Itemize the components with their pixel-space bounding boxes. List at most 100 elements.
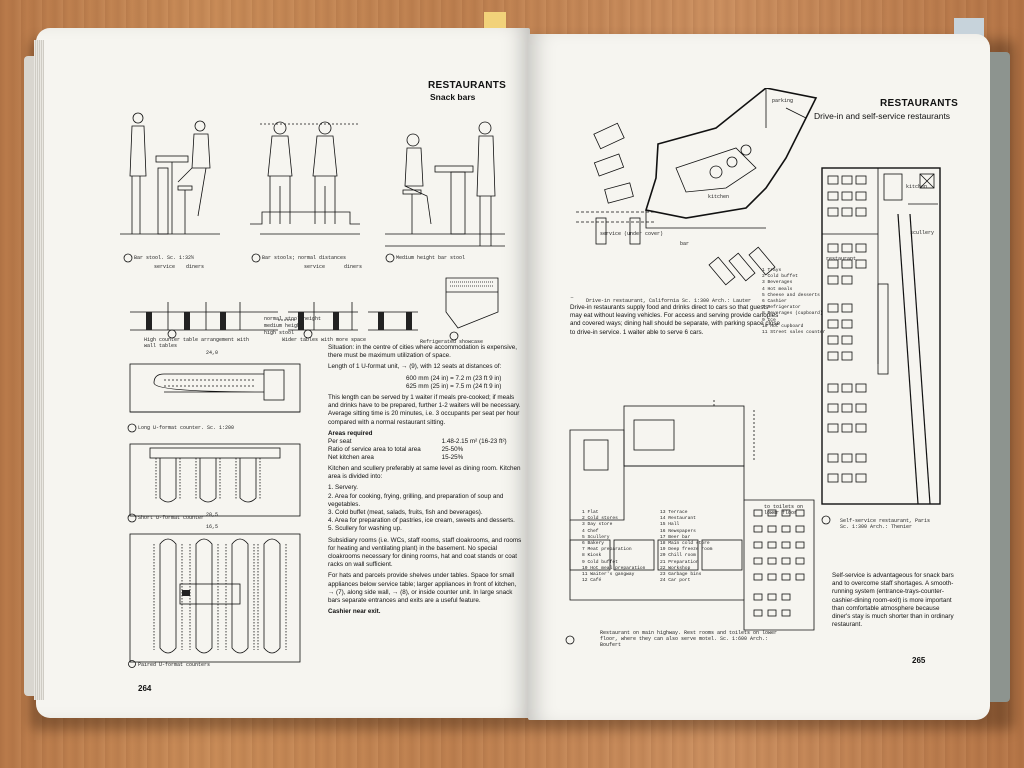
list-item: 24 Car port bbox=[660, 578, 691, 584]
list-item: 9 Cold buffet bbox=[582, 559, 618, 565]
hats-paragraph: For hats and parcels provide shelves und… bbox=[328, 572, 517, 605]
caption-fig4: High counter table arrangement with wall… bbox=[144, 337, 250, 349]
label-restaurant: restaurant bbox=[826, 256, 857, 262]
left-header-subtitle: Snack bars bbox=[430, 92, 476, 102]
subsidiary-paragraph: Subsidiary rooms (i.e. WCs, staff rooms,… bbox=[328, 536, 522, 569]
label-kitchen-3: kitchen bbox=[906, 184, 928, 190]
caption-fig5: Wider tables with more space bbox=[282, 337, 367, 343]
list-item: 6 Bakery bbox=[582, 541, 605, 547]
caption-right-fig2: Restaurant on main highway. Rest rooms a… bbox=[600, 630, 778, 648]
self-service-paragraph: Self-service is advantageous for snack b… bbox=[832, 572, 954, 629]
list-item: 4. Area for preparation of pastries, ice… bbox=[328, 517, 515, 525]
page-edges bbox=[34, 40, 44, 700]
list-item: 9 Ice bbox=[762, 317, 776, 323]
label-high-stool: high stool bbox=[264, 330, 295, 336]
bookmark-tab-yellow[interactable] bbox=[484, 12, 506, 32]
list-item: 20 Chill room bbox=[660, 553, 696, 559]
caption-fig3: Medium height bar stool bbox=[396, 255, 466, 261]
list-item: 13 Terrace bbox=[660, 510, 688, 515]
label-diners-1: diners bbox=[186, 264, 205, 270]
list-item: 7 Meat preparation bbox=[582, 547, 632, 553]
caption-right-fig1: Drive-in restaurant, California Sc. 1:30… bbox=[586, 298, 752, 304]
list-item: 8 Kiosk bbox=[582, 553, 602, 559]
label-diners-2: diners bbox=[344, 264, 363, 270]
legend-drive-in: 1 Trays 2 Cold buffet 3 Beverages 4 Hot … bbox=[762, 268, 825, 336]
drive-in-text: Drive-in restaurants supply food and dri… bbox=[570, 298, 782, 340]
table-row: Net kitchen area 15-25% bbox=[328, 454, 518, 462]
list-item: 23 Garbage bins bbox=[660, 572, 702, 578]
caption-fig2: Bar stools; normal distances bbox=[262, 255, 347, 261]
label-kitchen-1: kitchen bbox=[708, 194, 730, 200]
list-item: 18 Main cold store bbox=[660, 541, 710, 547]
dimension-width-3: 16,5 bbox=[206, 524, 219, 530]
drive-in-paragraph: Drive-in restaurants supply food and dri… bbox=[570, 304, 781, 336]
list-item: 12 Café bbox=[582, 578, 602, 584]
list-item: 19 Deep freeze room bbox=[660, 547, 713, 553]
page-number-left: 264 bbox=[138, 684, 152, 693]
length-intro: Length of 1 U-format unit, → (9), with 1… bbox=[328, 363, 502, 371]
left-header-title: RESTAURANTS bbox=[428, 80, 507, 91]
list-item: 16 Newspapers bbox=[660, 528, 696, 534]
areas-heading: Areas required bbox=[328, 429, 373, 437]
drive-in-plan bbox=[570, 88, 818, 298]
list-item: 10 Hot meal preparation bbox=[582, 565, 646, 571]
caption-fig9: Paired U-format counters bbox=[138, 662, 211, 668]
area-value: 15-25% bbox=[441, 454, 464, 462]
length-equation-1: 600 mm (24 in) = 7.2 m (23 ft 9 in) bbox=[406, 374, 502, 382]
list-item: 1. Servery. bbox=[328, 484, 358, 492]
list-item: 3 Beverages bbox=[762, 280, 793, 286]
u-counter-plans bbox=[127, 363, 301, 668]
list-item: 6 Cashier bbox=[762, 299, 787, 305]
label-to-toilets: to toilets on lower floor bbox=[764, 504, 804, 516]
list-item: 11 Street sales counter bbox=[762, 330, 826, 336]
area-value: 1.48-2.15 m² (16-23 ft²) bbox=[441, 438, 507, 446]
right-header-title: RESTAURANTS bbox=[880, 98, 959, 109]
label-normal-stool-height: normal stool height bbox=[264, 316, 322, 322]
list-item: 22 Workshop bbox=[660, 565, 691, 571]
area-value: 25-50% bbox=[441, 446, 464, 454]
situation-paragraph: Situation: in the centre of cities where… bbox=[328, 344, 518, 360]
list-item: 5 Scullery bbox=[582, 534, 610, 540]
list-item: 5. Scullery for washing up. bbox=[328, 525, 402, 533]
dining-tables bbox=[753, 509, 805, 617]
list-item: 10 Hot cupboard bbox=[762, 323, 804, 329]
table-grid bbox=[827, 175, 867, 483]
list-item: 4 Chef bbox=[582, 528, 599, 534]
caption-right-fig3: Self-service restaurant, Paris Sc. 1:300… bbox=[840, 518, 931, 530]
area-label: Net kitchen area bbox=[328, 454, 374, 462]
left-page: RESTAURANTS Snack bars bbox=[36, 28, 530, 718]
list-item: 14 Restaurant bbox=[660, 516, 696, 522]
page-number-right: 265 bbox=[912, 656, 926, 665]
label-bar: bar bbox=[680, 241, 690, 247]
area-label: Per seat bbox=[328, 438, 352, 446]
label-medium-height: medium height bbox=[264, 323, 304, 329]
table-row: Per seat 1.48-2.15 m² (16-23 ft²) bbox=[328, 438, 518, 446]
right-header-subtitle: Drive-in and self-service restaurants bbox=[814, 111, 951, 121]
dimension-width-1: 24,0 bbox=[206, 350, 219, 356]
list-item: 5 Cheese and desserts bbox=[762, 292, 820, 298]
label-service-2: service bbox=[304, 264, 326, 270]
left-body-text: Situation: in the centre of cities where… bbox=[328, 344, 524, 619]
caption-fig6: Refrigerated showcase bbox=[420, 339, 484, 345]
waiter-paragraph: This length can be served by 1 waiter if… bbox=[328, 394, 521, 426]
list-item: 1 Flat bbox=[582, 510, 599, 515]
label-service-under-cover: service (under cover) bbox=[600, 231, 664, 237]
self-service-text: Self-service is advantageous for snack b… bbox=[832, 572, 954, 632]
caption-fig8: Short U-format counter bbox=[138, 515, 205, 521]
list-item: 7 Refrigerator bbox=[762, 305, 801, 311]
highway-restaurant-plan bbox=[565, 400, 815, 645]
label-parking: parking bbox=[772, 98, 794, 104]
kitchen-intro: Kitchen and scullery preferably at same … bbox=[328, 465, 521, 481]
caption-fig1: Bar stool. Sc. 1:32½ bbox=[134, 255, 195, 261]
legend-highway-left: 1 Flat 2 Cold stores 3 Day store 4 Chef … bbox=[582, 510, 645, 584]
dimension-width-2: 20,5 bbox=[206, 512, 219, 518]
list-item: 3 Day store bbox=[582, 522, 613, 528]
cashier-note: Cashier near exit. bbox=[328, 608, 381, 616]
label-scullery: scullery bbox=[910, 230, 935, 236]
table-row: Ratio of service area to total area 25-5… bbox=[328, 446, 518, 454]
length-equation-2: 625 mm (25 in) = 7.5 m (24 ft 9 in) bbox=[406, 382, 502, 390]
legend-highway-right: 13 Terrace 14 Restaurant 15 Hall 16 News… bbox=[660, 510, 712, 584]
list-item: 4 Hot meals bbox=[762, 286, 793, 292]
list-item: 17 Beer bar bbox=[660, 534, 691, 540]
list-item: 11 Waiter's gangway bbox=[582, 572, 635, 578]
